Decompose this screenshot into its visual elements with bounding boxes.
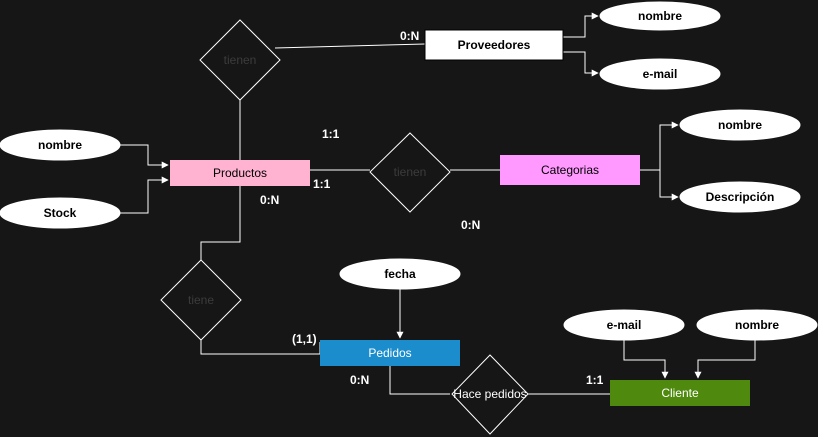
attribute-label: nombre — [38, 138, 82, 152]
attribute-label: Stock — [44, 206, 77, 220]
edge-proveedores-nombre — [563, 12, 599, 38]
relationship-label: Hace pedidos — [453, 387, 526, 401]
cardinality-categorias-side: 1:1 — [313, 177, 331, 191]
attribute-pedidos-fecha[interactable]: fecha — [339, 258, 461, 290]
connectors — [120, 12, 756, 395]
relationship-tiene-pedidos[interactable]: tiene — [160, 259, 242, 341]
edge-nombre-productos — [120, 144, 169, 169]
edge-categorias-nombre — [640, 121, 679, 171]
edge-pedidos-hace-pedidos — [389, 366, 450, 395]
edge-stock-productos — [120, 176, 169, 214]
entity-productos[interactable]: Productos — [170, 160, 310, 186]
edge-email-cliente — [623, 339, 669, 379]
cardinality-pedidos-bottom: 0:N — [350, 373, 369, 387]
relationship-label: tienen — [394, 165, 427, 179]
entity-label: Pedidos — [368, 346, 411, 360]
edge-productos-tiene — [200, 186, 241, 260]
attribute-cliente-email[interactable]: e-mail — [563, 309, 685, 341]
attribute-label: Descripción — [706, 190, 775, 204]
cardinality-productos-bottom: 0:N — [260, 193, 279, 207]
relationship-hace-pedidos[interactable]: Hace pedidos — [451, 354, 529, 435]
attribute-label: fecha — [384, 267, 416, 281]
relationship-label: tiene — [188, 293, 214, 307]
cardinality-categorias-top: 1:1 — [322, 127, 340, 141]
attribute-cliente-nombre[interactable]: nombre — [696, 309, 818, 341]
attribute-productos-stock[interactable]: Stock — [0, 197, 121, 229]
entity-categorias[interactable]: Categorias — [500, 155, 640, 185]
entity-proveedores[interactable]: Proveedores — [424, 29, 564, 61]
attribute-label: e-mail — [607, 318, 642, 332]
attribute-categorias-descripcion[interactable]: Descripción — [679, 181, 801, 213]
entity-label: Categorias — [541, 163, 599, 177]
entity-label: Proveedores — [458, 38, 531, 52]
edge-nombre-cliente — [694, 339, 756, 379]
entity-label: Cliente — [661, 386, 699, 400]
attribute-label: nombre — [718, 118, 762, 132]
attribute-label: nombre — [638, 9, 682, 23]
edge-tienen-proveedores — [274, 43, 426, 49]
entity-label: Productos — [213, 166, 267, 180]
attribute-proveedores-nombre[interactable]: nombre — [599, 1, 721, 31]
attribute-productos-nombre[interactable]: nombre — [0, 129, 121, 161]
attribute-proveedores-email[interactable]: e-mail — [599, 58, 721, 90]
edge-categorias-descripcion — [640, 169, 679, 201]
edge-proveedores-email — [563, 51, 599, 77]
entity-cliente[interactable]: Cliente — [610, 380, 750, 406]
relationship-label: tienen — [224, 53, 257, 67]
entity-pedidos[interactable]: Pedidos — [320, 340, 460, 366]
attribute-categorias-nombre[interactable]: nombre — [679, 109, 801, 141]
relationship-tienen-categorias[interactable]: tienen — [369, 132, 451, 213]
relationship-tienen-proveedores[interactable]: tienen — [199, 19, 281, 101]
cardinality-pedidos-left: (1,1) — [292, 332, 317, 346]
cardinality-cliente: 1:1 — [586, 373, 604, 387]
attribute-label: nombre — [735, 318, 779, 332]
attribute-label: e-mail — [643, 67, 678, 81]
cardinality-proveedores: 0:N — [400, 29, 419, 43]
cardinality-categorias-bottom: 0:N — [461, 218, 480, 232]
